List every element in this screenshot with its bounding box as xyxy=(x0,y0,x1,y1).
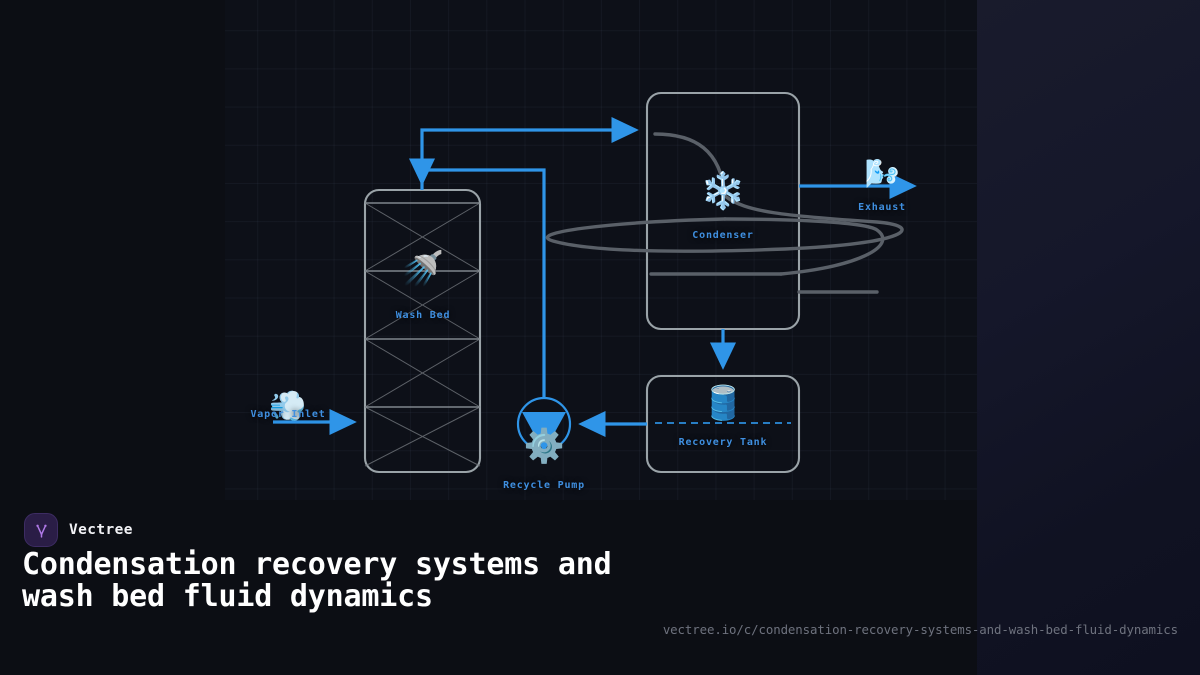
ambient-gradient-panel xyxy=(977,0,1200,675)
label-recycle-pump: Recycle Pump xyxy=(503,480,585,491)
flow-edges xyxy=(273,116,917,438)
icon-snowflake-emoji: ❄️ xyxy=(700,171,746,212)
icon-wind-face-emoji: 🌬️ xyxy=(864,157,900,190)
label-wash-bed: Wash Bed xyxy=(395,310,451,321)
icon-dash-wind-emoji: 💨 xyxy=(269,389,307,424)
edge-pump-to-washbed xyxy=(408,158,546,398)
icon-oil-drum-emoji: 🛢️ xyxy=(702,383,744,422)
icon-gear-emoji: ⚙️ xyxy=(523,426,565,465)
page-title: Condensation recovery systems and wash b… xyxy=(22,547,612,615)
brand-name: Vectree xyxy=(69,522,133,538)
label-condenser: Condenser xyxy=(692,230,754,241)
label-exhaust: Exhaust xyxy=(858,202,906,213)
brand: Vectree xyxy=(24,513,133,547)
node-condenser[interactable] xyxy=(545,91,904,331)
page-url: vectree.io/c/condensation-recovery-syste… xyxy=(662,622,1178,637)
diagram-svg xyxy=(273,91,917,474)
label-recovery-tank: Recovery Tank xyxy=(678,437,768,448)
edge-washbed-to-condenser xyxy=(420,116,639,190)
node-wash-bed[interactable] xyxy=(363,188,482,474)
icon-shower-head-emoji: 🚿 xyxy=(401,249,445,289)
vectree-v-tree-icon xyxy=(24,513,58,547)
diagram-canvas[interactable]: 💨 🚿 ❄️ 🛢️ ⚙️ 🌬️ Vapor Inlet Wash Bed Con… xyxy=(225,0,977,500)
footer: Vectree Condensation recovery systems an… xyxy=(0,500,1200,675)
label-vapor-inlet: Vapor Inlet xyxy=(250,409,326,420)
